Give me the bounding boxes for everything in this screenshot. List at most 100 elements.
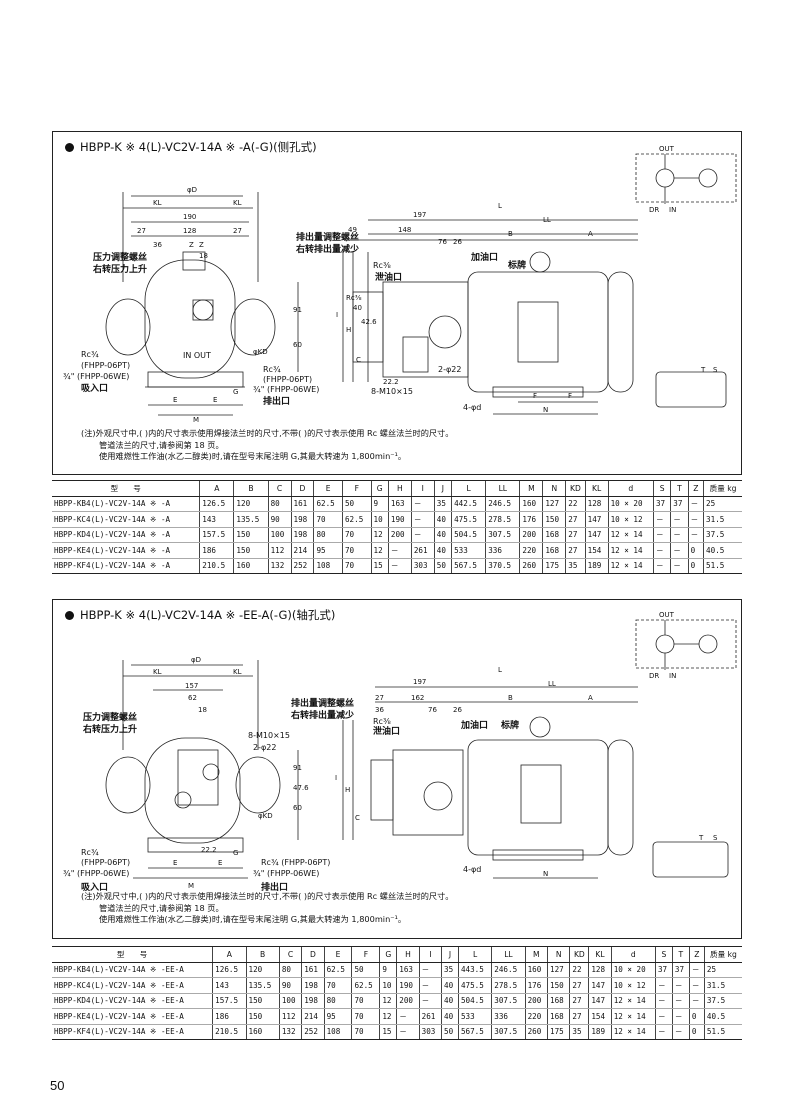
column-header: 型 号	[52, 480, 200, 497]
nameplate-circle	[428, 315, 462, 349]
value-cell: －	[671, 1024, 690, 1040]
value-cell: 35	[441, 962, 459, 978]
value-cell: 35	[569, 1024, 589, 1040]
value-cell: 143	[212, 977, 246, 994]
svg-text:197: 197	[413, 211, 426, 219]
svg-text:F: F	[533, 392, 537, 400]
svg-text:KL: KL	[153, 199, 162, 207]
svg-text:27: 27	[137, 227, 146, 235]
column-header: B	[233, 480, 269, 497]
svg-text:LL: LL	[548, 680, 556, 688]
value-cell: 175	[546, 1024, 570, 1040]
svg-text:H: H	[346, 326, 351, 334]
svg-text:62: 62	[188, 694, 197, 702]
svg-text:LL: LL	[543, 216, 551, 224]
label-dr: DR	[649, 672, 659, 680]
value-cell: －	[652, 527, 671, 543]
value-cell: 12	[370, 542, 389, 559]
label-fhpp-we: ¾" (FHPP-06WE)	[63, 372, 129, 381]
model-cell: HBPP-KB4(L)-VC2V-14A ※ -A	[52, 496, 200, 512]
value-cell: 189	[584, 558, 609, 574]
label-drain: 泄油口	[375, 271, 402, 283]
right-flange	[230, 298, 276, 356]
drawing-panel-shaft-port: HBPP-K ※ 4(L)-VC2V-14A ※ -EE-A(-G)(轴孔式)	[52, 599, 742, 939]
label-rc-discharge: Rc¾	[263, 365, 281, 374]
value-cell: 12 × 14	[610, 1008, 656, 1025]
value-cell: 27	[565, 542, 586, 559]
svg-text:L: L	[498, 666, 502, 674]
svg-text:190: 190	[183, 213, 196, 221]
label-fhpp-we: ¾" (FHPP-06WE)	[63, 869, 129, 878]
svg-text:T: T	[698, 834, 704, 842]
value-cell: 261	[410, 542, 435, 559]
svg-text:47.6: 47.6	[293, 784, 309, 792]
value-cell: 190	[396, 977, 420, 994]
column-header: J	[441, 946, 459, 963]
value-cell: 132	[278, 1024, 302, 1040]
value-cell: 95	[313, 542, 343, 559]
lifting-eye	[529, 716, 551, 738]
value-cell: 12 × 14	[610, 1024, 656, 1040]
value-cell: －	[418, 993, 442, 1009]
value-cell: 198	[301, 993, 325, 1009]
column-header: I	[410, 480, 435, 497]
label-four-d: 4-φd	[463, 403, 481, 412]
value-cell: 12 × 14	[607, 527, 654, 543]
value-cell: 12 × 14	[607, 558, 654, 574]
column-header: LL	[485, 480, 520, 497]
model-cell: HBPP-KE4(L)-VC2V-14A ※ -A	[52, 542, 200, 559]
value-cell: 50	[433, 558, 452, 574]
value-cell: －	[396, 1008, 420, 1025]
value-cell: 303	[418, 1024, 442, 1040]
value-cell: 108	[313, 558, 343, 574]
value-cell: －	[688, 977, 705, 994]
svg-text:Rc⅜: Rc⅜	[346, 294, 362, 302]
value-cell: 220	[519, 542, 543, 559]
model-cell: HBPP-KD4(L)-VC2V-14A ※ -A	[52, 527, 200, 543]
value-cell: 132	[267, 558, 291, 574]
column-header: J	[433, 480, 452, 497]
value-cell: 120	[233, 496, 269, 512]
panel-title: HBPP-K ※ 4(L)-VC2V-14A ※ -A(-G)(侧孔式)	[65, 139, 317, 155]
svg-text:60: 60	[293, 341, 302, 349]
pump-symbol-icon	[655, 168, 675, 188]
value-cell: 37	[652, 496, 671, 512]
value-cell: 90	[267, 511, 291, 528]
label-nameplate: 标牌	[500, 719, 519, 731]
svg-text:KL: KL	[153, 668, 162, 676]
svg-text:27: 27	[375, 694, 384, 702]
value-cell: 200	[387, 527, 412, 543]
svg-text:C: C	[356, 356, 361, 364]
value-cell: －	[687, 527, 704, 543]
value-cell: 27	[569, 993, 589, 1009]
value-cell: 37.5	[703, 527, 742, 543]
svg-text:A: A	[588, 230, 593, 238]
svg-text:36: 36	[375, 706, 384, 714]
svg-text:E: E	[173, 396, 177, 404]
value-cell: 154	[584, 542, 609, 559]
column-header: E	[313, 480, 343, 497]
value-cell: 9	[379, 962, 397, 978]
value-cell: 62.5	[323, 962, 352, 978]
panel-title: HBPP-K ※ 4(L)-VC2V-14A ※ -EE-A(-G)(轴孔式)	[65, 607, 335, 623]
column-header: 型 号	[52, 946, 213, 963]
value-cell: 112	[278, 1008, 302, 1025]
column-header: G	[379, 946, 397, 963]
svg-text:148: 148	[398, 226, 411, 234]
value-cell: 62.5	[351, 977, 380, 994]
svg-text:36: 36	[153, 241, 162, 249]
value-cell: 200	[396, 993, 420, 1009]
value-cell: 10 × 20	[610, 962, 656, 978]
value-cell: 62.5	[341, 511, 372, 528]
value-cell: 70	[313, 511, 343, 528]
value-cell: 12 × 14	[607, 542, 654, 559]
value-cell: 50	[351, 962, 380, 978]
svg-text:I: I	[336, 311, 338, 319]
value-cell: 157.5	[199, 527, 234, 543]
column-header: d	[610, 946, 656, 963]
column-header: T	[671, 946, 690, 963]
